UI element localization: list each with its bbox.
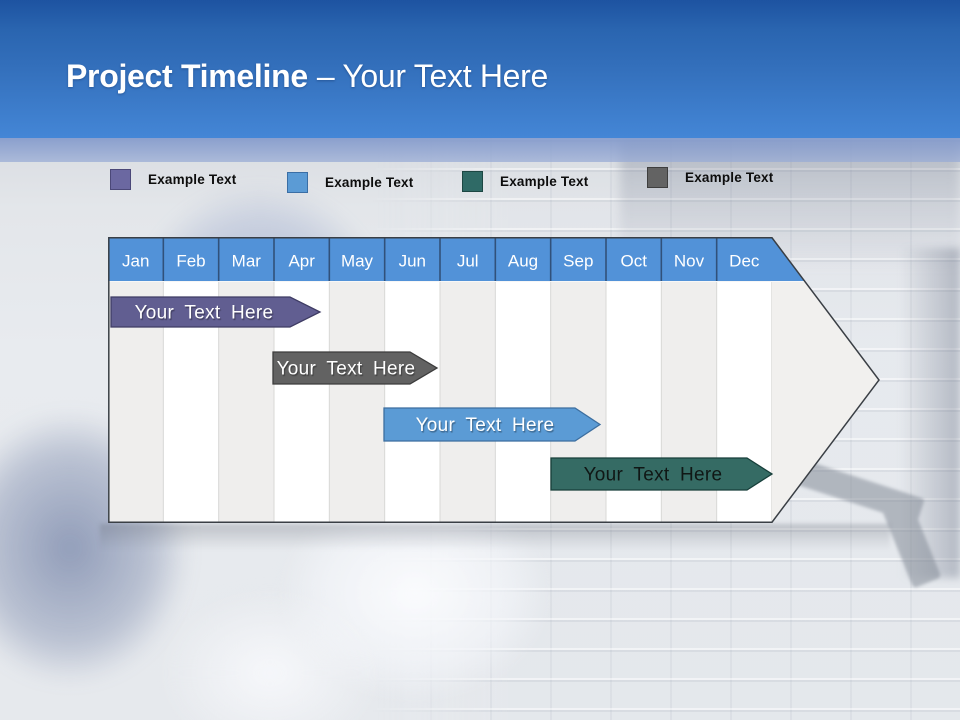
month-header-band [108, 237, 806, 281]
arrow-head [772, 237, 880, 523]
timeline-outline [108, 237, 880, 523]
month-label: Sep [563, 252, 593, 271]
month-column [495, 237, 551, 523]
legend-label: Example Text [685, 169, 774, 185]
bar-label: Your Text Here [584, 465, 723, 486]
legend-item-1: Example Text [110, 167, 236, 191]
month-label: Jan [122, 252, 149, 271]
timeline-bar-2: Your Text Here [272, 351, 439, 385]
month-column-stripes [108, 237, 773, 523]
slide-title: Project Timeline– Your Text Here [66, 58, 548, 95]
legend-label: Example Text [325, 174, 414, 190]
month-label: Feb [176, 252, 205, 271]
timeline-bar-3: Your Text Here [383, 407, 602, 442]
month-label: Jun [399, 252, 426, 271]
slide-title-main: Project Timeline [66, 58, 308, 94]
month-column [163, 237, 219, 523]
month-label: Dec [729, 252, 760, 271]
month-column [440, 237, 496, 523]
legend-label: Example Text [500, 173, 589, 189]
month-label: Oct [620, 252, 647, 271]
bar-label: Your Text Here [135, 303, 274, 324]
legend-label: Example Text [148, 171, 237, 187]
timeline-arrow-diagram: Jan Feb Mar Apr May Jun Jul Aug Sep Oct … [108, 237, 880, 523]
legend-item-4: Example Text [647, 165, 773, 189]
month-column [218, 237, 274, 523]
bar-label: Your Text Here [416, 415, 555, 436]
month-column [108, 237, 164, 523]
bar-arrow-shape-gray [272, 351, 439, 385]
month-label: Jul [457, 252, 479, 271]
title-underline-band [0, 138, 960, 162]
timeline-shadow [100, 524, 890, 550]
month-label: Mar [232, 252, 262, 271]
slide-title-suffix: – Your Text Here [316, 58, 549, 94]
figure-knee-shape [130, 568, 410, 720]
month-header-separators [162, 237, 718, 281]
month-label: Apr [288, 252, 315, 271]
legend-item-2: Example Text [287, 170, 413, 194]
month-labels: Jan Feb Mar Apr May Jun Jul Aug Sep Oct … [122, 252, 760, 271]
bar-arrow-shape-blue [383, 407, 602, 442]
legend-swatch-gray [647, 166, 668, 188]
bar-arrow-shape-teal [550, 457, 774, 491]
legend-swatch-purple [110, 168, 131, 190]
bar-arrow-shape-purple [110, 296, 322, 328]
month-label: Nov [674, 252, 705, 271]
month-label: May [341, 252, 374, 271]
month-label: Aug [508, 252, 538, 271]
legend-item-3: Example Text [462, 169, 588, 193]
legend-swatch-teal [462, 170, 483, 192]
legend-swatch-blue [287, 171, 308, 193]
bar-label: Your Text Here [277, 359, 416, 380]
timeline-bar-1: Your Text Here [110, 296, 322, 328]
title-bar [0, 0, 960, 138]
timeline-bar-4: Your Text Here [550, 457, 774, 491]
